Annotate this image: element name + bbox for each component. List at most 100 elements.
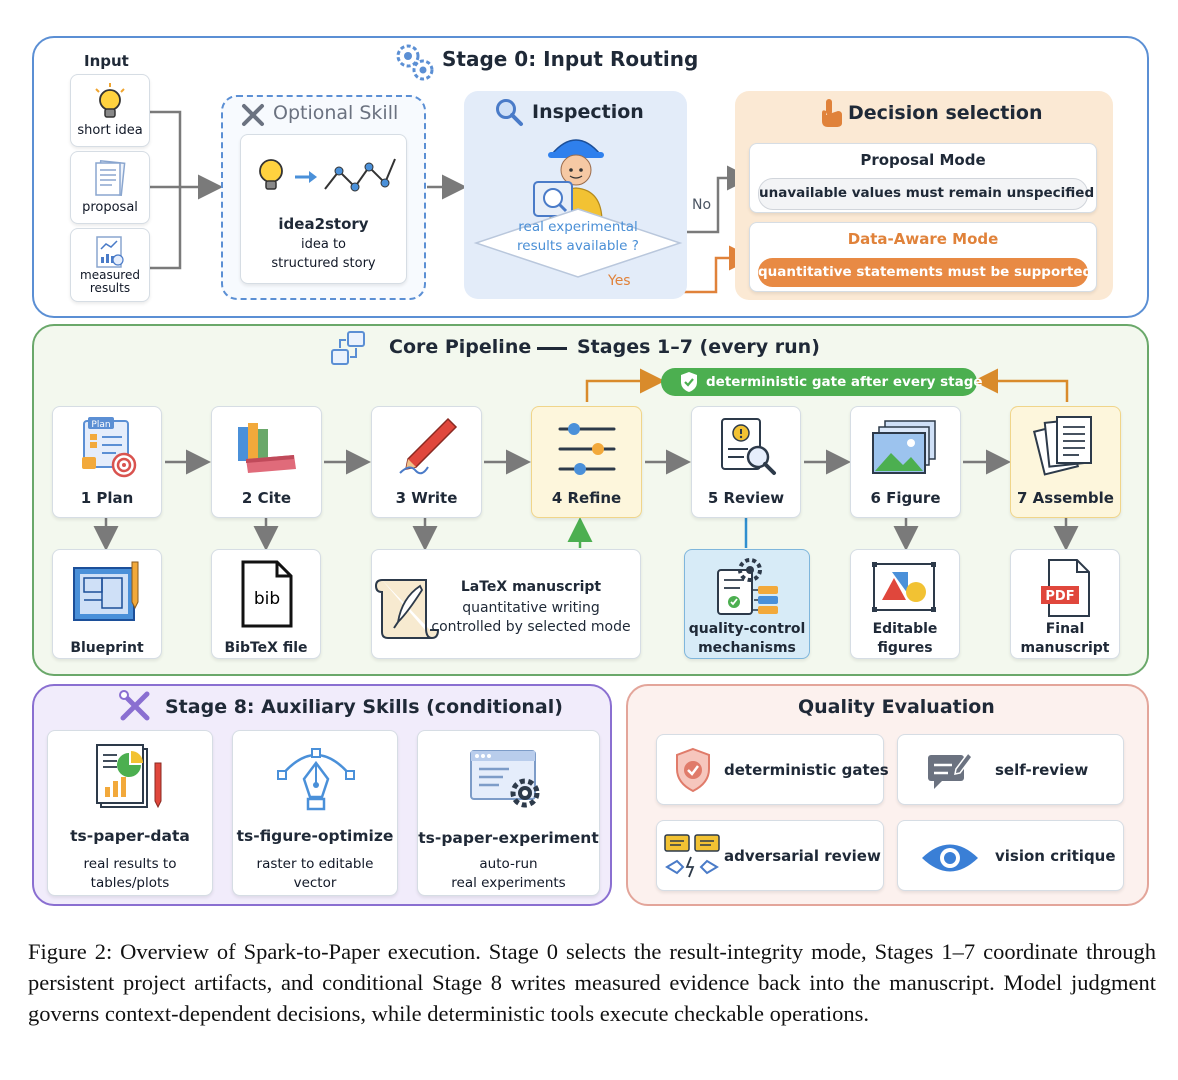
data-aware-mode-rule: quantitative statements must be supporte… — [758, 258, 1092, 287]
gate-pill: deterministic gate after every stage — [661, 368, 983, 396]
proposal-mode-rule: unavailable values must remain unspecifi… — [758, 178, 1094, 210]
input-short-idea: short idea — [70, 74, 150, 147]
plan-icon-text: Plan — [91, 420, 110, 430]
quality-item-adversarial-review: adversarial review — [656, 820, 884, 891]
input-label-proposal: proposal — [82, 200, 138, 215]
stage-label-review: 5 Review — [707, 489, 785, 507]
figure-caption: Figure 2: Overview of Spark-to-Paper exe… — [28, 939, 1156, 1026]
stage-card-cite: 2 Cite — [211, 406, 322, 518]
skill-card-paper-data: ts-paper-data real results to tables/plo… — [47, 730, 213, 896]
skill-card-paper-experiment: ts-paper-experiment auto-run real experi… — [417, 730, 600, 896]
lightbulb-icon — [95, 83, 125, 118]
inspector-icon — [533, 139, 604, 223]
shield-check-red-icon — [676, 747, 710, 793]
stage-card-write: 3 Write — [371, 406, 482, 518]
output-final: PDF Final manuscript — [1010, 549, 1120, 659]
skill-card-figure-optimize: ts-figure-optimize raster to editable ve… — [232, 730, 398, 896]
stage-card-review: 5 Review — [691, 406, 801, 518]
quality-label-deterministic-gates: deterministic gates — [724, 761, 889, 779]
proposal-mode-card: Proposal Mode unavailable values must re… — [749, 143, 1097, 213]
inspection-question: real experimental results available ? — [517, 219, 639, 254]
stage-label-plan: 1 Plan — [80, 489, 134, 507]
latex-title: LaTeX manuscript — [460, 579, 602, 595]
editable-figure-icon — [872, 562, 936, 612]
decision-diamond — [473, 208, 683, 278]
documents-icon — [1032, 416, 1092, 476]
stage0-title: Stage 0: Input Routing — [442, 47, 699, 71]
pen-tool-icon — [277, 748, 355, 811]
output-blueprint: Blueprint — [52, 549, 162, 659]
stage-card-figure: 6 Figure — [850, 406, 961, 518]
no-label: No — [692, 197, 712, 213]
review-icon — [721, 418, 776, 475]
stage-label-write: 3 Write — [395, 489, 458, 507]
plan-board-icon: Plan — [82, 417, 137, 478]
core-title: Core Pipeline — [389, 336, 532, 358]
decision-title: Decision selection — [848, 102, 1043, 124]
input-label-short-idea: short idea — [77, 123, 143, 138]
quality-label-self-review: self-review — [995, 761, 1089, 779]
images-icon — [872, 420, 936, 474]
optional-skill-title: Optional Skill — [273, 102, 399, 124]
eye-icon — [922, 844, 978, 872]
skill-name-figure-optimize: ts-figure-optimize — [236, 827, 394, 845]
skill-name-paper-experiment: ts-paper-experiment — [418, 829, 599, 847]
output-label-final: Final manuscript — [1020, 621, 1110, 656]
output-figures: Editable figures — [850, 549, 960, 659]
blueprint-icon — [73, 561, 139, 621]
stage8-title: Stage 8: Auxiliary Skills (conditional) — [165, 696, 563, 718]
scroll-quill-icon — [374, 579, 440, 640]
report-chart-icon — [96, 236, 124, 268]
input-proposal: proposal — [70, 151, 150, 224]
qc-gear-icon — [717, 558, 778, 615]
skill-desc-paper-experiment: auto-run real experiments — [451, 856, 566, 891]
quality-item-self-review: self-review — [897, 734, 1124, 805]
output-qc: quality-control mechanisms — [684, 549, 810, 659]
shield-check-icon — [681, 372, 697, 392]
pipeline-icon — [331, 331, 365, 365]
gears-icon — [396, 44, 434, 81]
stage-label-cite: 2 Cite — [241, 489, 292, 507]
data-aware-mode-card: Data-Aware Mode quantitative statements … — [749, 222, 1097, 292]
yes-label: Yes — [608, 273, 631, 289]
skill-desc-figure-optimize: raster to editable vector — [256, 856, 374, 891]
proposal-mode-title: Proposal Mode — [860, 151, 986, 169]
idea-to-story-icon — [259, 158, 396, 192]
quality-title: Quality Evaluation — [798, 696, 995, 718]
debate-icon — [664, 834, 720, 878]
latex-desc: quantitative writing controlled by selec… — [431, 600, 631, 635]
stage-label-figure: 6 Figure — [870, 489, 941, 507]
pdf-icon-text: PDF — [1045, 589, 1074, 604]
pen-icon — [399, 417, 458, 475]
stage-label-refine: 4 Refine — [551, 489, 622, 507]
quality-item-vision-critique: vision critique — [897, 820, 1124, 891]
sliders-icon — [558, 423, 616, 475]
chat-edit-icon — [928, 751, 973, 789]
bib-icon-text: bib — [254, 589, 280, 609]
input-label-measured-results: measured results — [80, 268, 140, 295]
pdf-icon: PDF — [1041, 559, 1090, 617]
skill-name-paper-data: ts-paper-data — [70, 827, 190, 845]
tools-purple-icon — [119, 690, 150, 721]
gate-label: deterministic gate after every stage — [706, 374, 983, 390]
output-bibtex: bib BibTeX file — [211, 549, 321, 659]
output-label-bibtex: BibTeX file — [224, 640, 308, 656]
idea2story-desc: idea to structured story — [271, 237, 376, 271]
skill-desc-paper-data: real results to tables/plots — [83, 856, 177, 891]
core-subtitle: Stages 1–7 (every run) — [577, 336, 820, 358]
output-label-qc: quality-control mechanisms — [688, 621, 806, 656]
output-label-figures: Editable figures — [872, 621, 938, 656]
inspection-title: Inspection — [532, 101, 644, 123]
books-icon — [238, 423, 296, 473]
stage-card-plan: Plan 1 Plan — [52, 406, 162, 518]
browser-gear-icon — [470, 750, 540, 808]
stage-card-refine: 4 Refine — [531, 406, 642, 518]
report-pie-icon — [96, 744, 162, 809]
stage-card-assemble: 7 Assemble — [1010, 406, 1121, 518]
idea2story-card: idea2story idea to structured story — [240, 134, 407, 284]
data-aware-mode-title: Data-Aware Mode — [847, 230, 999, 248]
tools-icon — [242, 104, 264, 126]
input-title: Input — [84, 52, 129, 70]
document-icon — [95, 160, 126, 196]
stage-label-assemble: 7 Assemble — [1017, 489, 1114, 507]
